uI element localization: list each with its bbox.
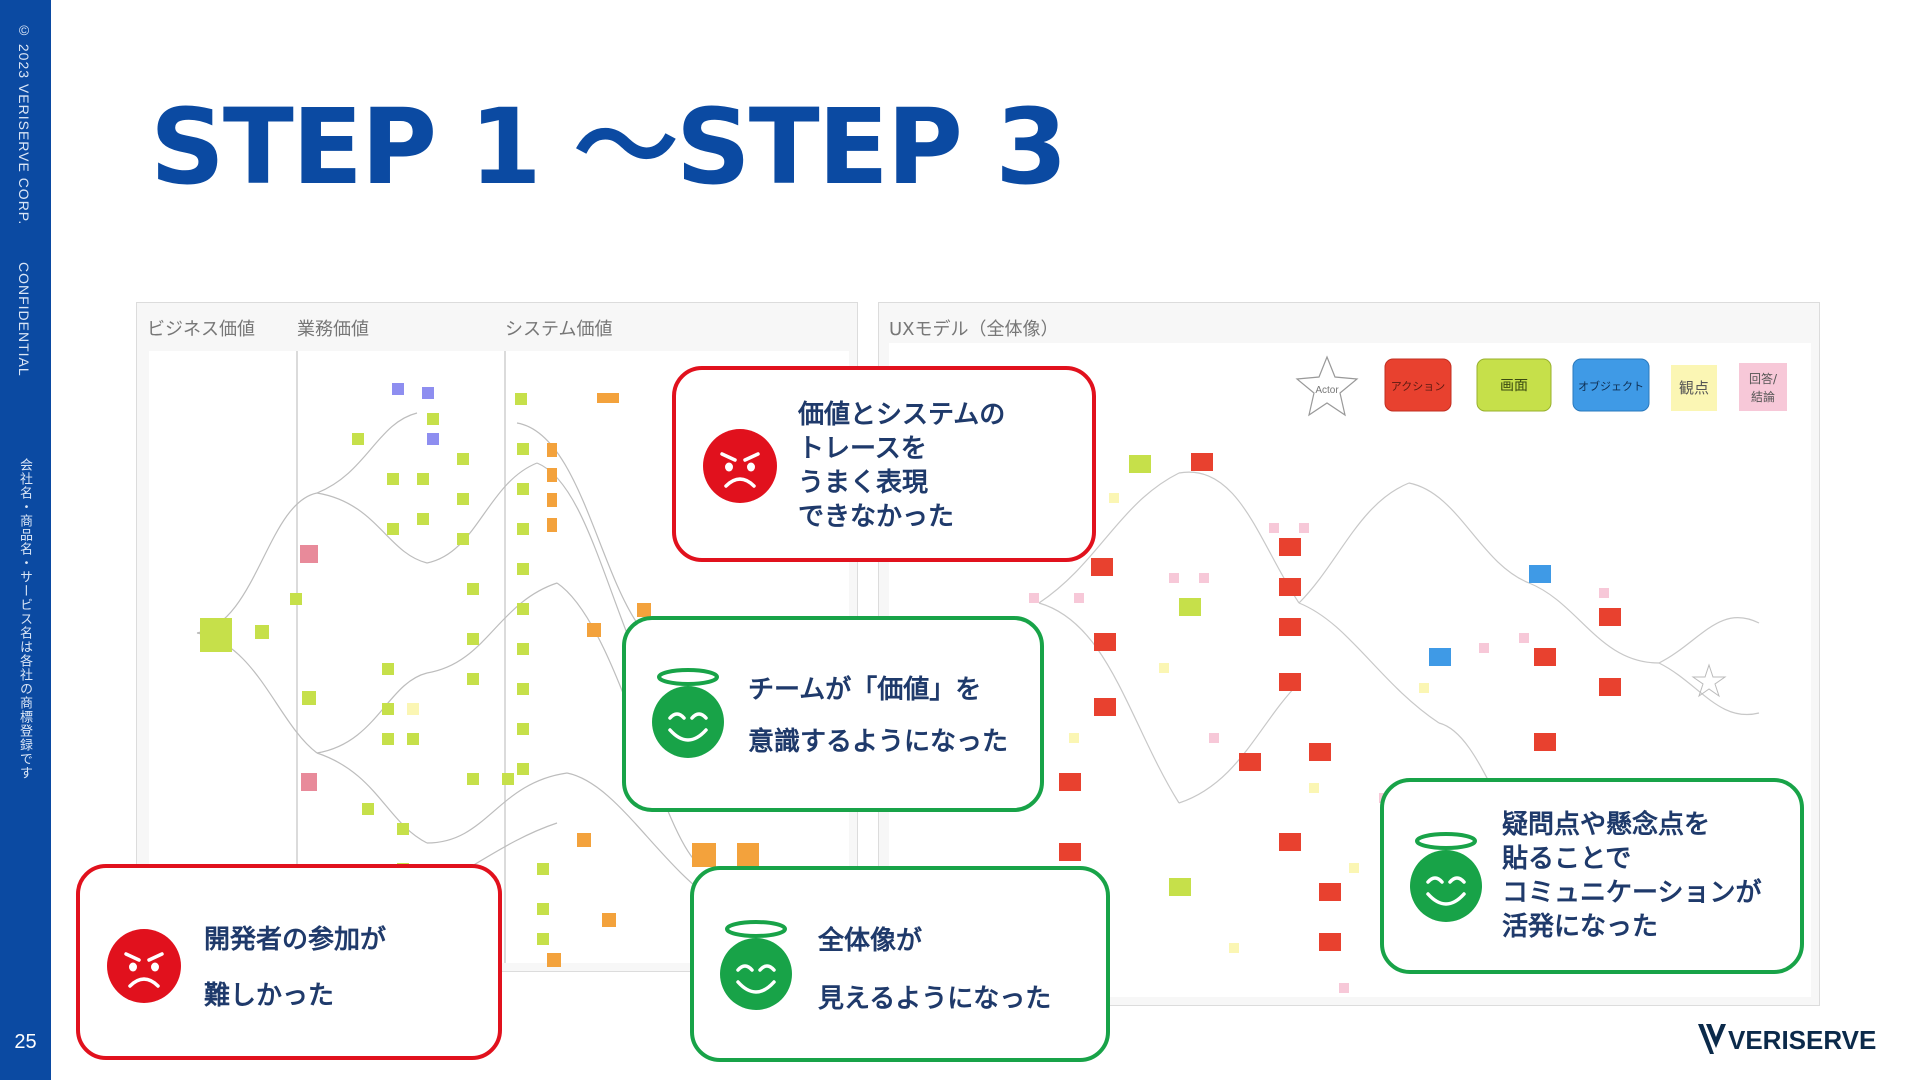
legend-action-label: アクション [1391,380,1445,393]
confidential-text: CONFIDENTIAL [16,262,32,377]
trademark-note: 会社名・商品名・サービス名は各社の商標登録です [18,458,33,780]
callout-overview-text: 全体像が 見えるようになった [818,926,1052,1014]
column-header-operation: 業務価値 [297,319,369,340]
legend-screen-swatch [1476,358,1552,412]
legend-actor-label: Actor [1315,385,1339,396]
legend-object-swatch [1572,358,1650,412]
callout-team-value: チームが「価値」を 意識するようになった [622,616,1044,812]
angry-face-icon [703,429,777,503]
callout-value-trace-text: 価値とシステムの トレースを うまく表現 できなかった [798,400,1006,532]
callout-overview: 全体像が 見えるようになった [690,866,1110,1062]
legend-object-label: オブジェクト [1578,379,1644,393]
legend-answer-label-1: 回答/ [1749,371,1778,386]
callout-developer-text: 開発者の参加が 難しかった [204,925,387,1011]
ux-model-title: UXモデル（全体像） [889,319,1059,340]
legend-actor-star [1295,355,1359,417]
sidebar: © 2023 VERISERVE CORP. CONFIDENTIAL 会社名・… [0,0,51,1080]
callout-value-trace: 価値とシステムの トレースを うまく表現 できなかった [672,366,1096,562]
angel-smile-icon [652,668,724,758]
ux-legend: Actor アクション 画面 オブジェクト 観点 回答/ 結論 [1295,355,1787,417]
legend-viewpoint-label: 観点 [1679,379,1709,397]
callout-developer: 開発者の参加が 難しかった [76,864,502,1060]
legend-answer-label-2: 結論 [1751,389,1775,404]
legend-viewpoint-swatch [1671,365,1717,411]
slide-title: STEP 1 〜STEP 3 [150,86,1068,208]
column-header-business: ビジネス価値 [147,319,255,340]
veriserve-logo: VERISERVE [1698,1024,1876,1055]
copyright-text: © 2023 VERISERVE CORP. [16,22,32,226]
angry-face-icon [107,929,181,1003]
callout-questions: 疑問点や懸念点を 貼ることで コミュニケーションが 活発になった [1380,778,1804,974]
angel-smile-icon [1410,832,1482,922]
column-header-system: システム価値 [505,319,613,340]
page-number: 25 [14,1031,37,1053]
value-map-diagram [196,351,759,967]
legend-action-swatch [1384,358,1452,412]
callout-questions-text: 疑問点や懸念点を 貼ることで コミュニケーションが 活発になった [1502,810,1762,942]
logo-text: VERISERVE [1728,1025,1876,1055]
legend-answer-swatch [1739,363,1787,411]
callout-team-value-text: チームが「価値」を 意識するようになった [748,675,1009,757]
angel-smile-icon [720,920,792,1010]
legend-screen-label: 画面 [1500,378,1528,394]
